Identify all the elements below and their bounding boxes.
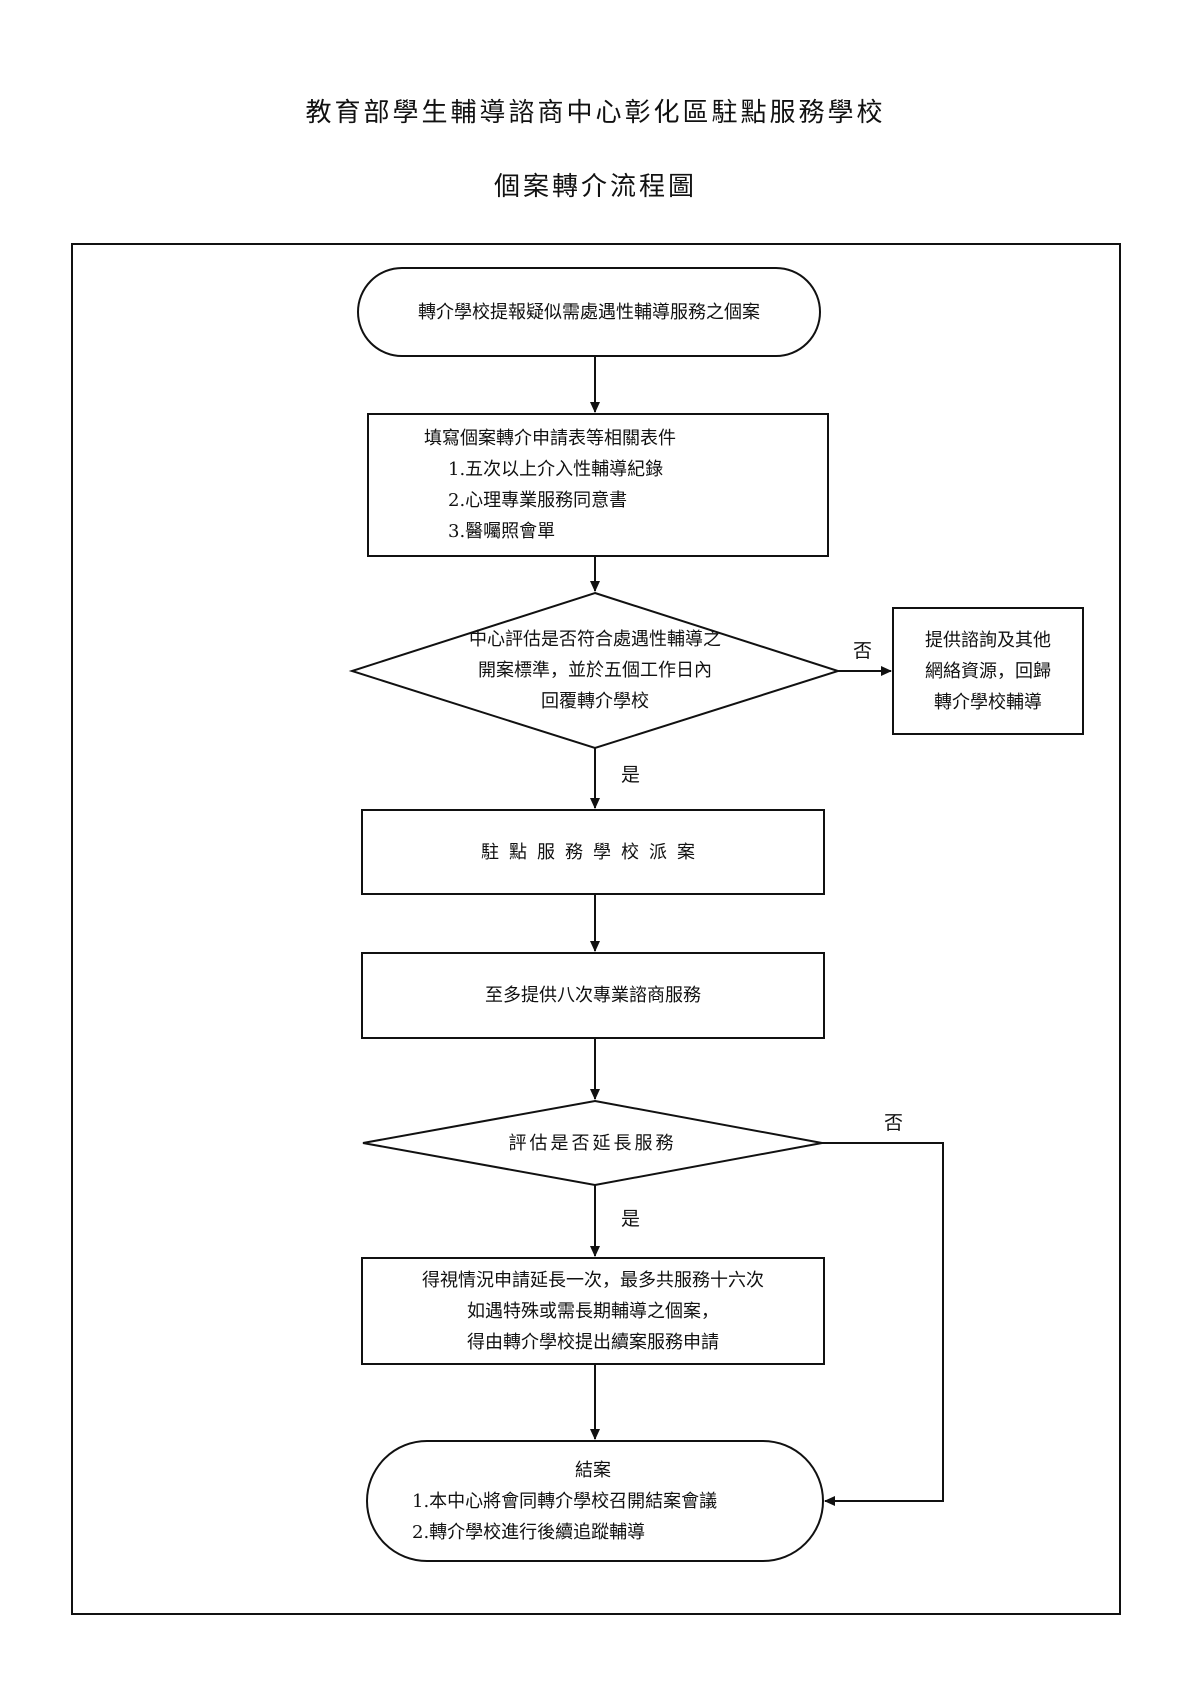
decision2-no-label: 否 xyxy=(884,1112,904,1134)
form-heading: 填寫個案轉介申請表等相關表件 xyxy=(424,428,676,449)
decision2-yes-label: 是 xyxy=(621,1208,641,1230)
form-item: 3.醫囑照會單 xyxy=(448,521,556,542)
arrow-decision2-no xyxy=(822,1142,944,1506)
assign-box-text: 駐點服務學校派案 xyxy=(362,810,824,894)
extend-box-text: 得視情況申請延長一次，最多共服務十六次 如遇特殊或需長期輔導之個案， 得由轉介學… xyxy=(362,1258,824,1364)
page-title: 教育部學生輔導諮商中心彰化區駐點服務學校 xyxy=(305,98,886,128)
extend-line: 得視情況申請延長一次，最多共服務十六次 xyxy=(422,1269,764,1291)
side-box-line: 轉介學校輔導 xyxy=(934,691,1042,713)
page-subtitle: 個案轉介流程圖 xyxy=(493,172,697,202)
diagram-frame xyxy=(71,243,1121,1615)
service-box xyxy=(361,952,825,1039)
decision2-text: 評估是否延長服務 xyxy=(363,1101,822,1185)
end-item: 1.本中心將會同轉介學校召開結案會議 xyxy=(412,1490,718,1512)
extend-box xyxy=(361,1257,825,1365)
decision1-text: 中心評估是否符合處遇性輔導之 開案標準，並於五個工作日內 回覆轉介學校 xyxy=(352,593,838,748)
decision1-line: 開案標準，並於五個工作日內 xyxy=(478,660,712,681)
assign-label: 駐點服務學校派案 xyxy=(481,841,705,863)
side-box-text: 提供諮詢及其他 網絡資源，回歸 轉介學校輔導 xyxy=(893,608,1083,734)
decision1-yes-label: 是 xyxy=(621,764,641,786)
end-heading: 結案 xyxy=(575,1459,611,1481)
side-resource-box xyxy=(892,607,1084,735)
service-label: 至多提供八次專業諮商服務 xyxy=(485,985,701,1006)
extend-line: 如遇特殊或需長期輔導之個案， xyxy=(467,1300,719,1322)
decision1-no-label: 否 xyxy=(853,640,873,662)
side-box-line: 提供諮詢及其他 xyxy=(925,629,1051,651)
decision1-line: 中心評估是否符合處遇性輔導之 xyxy=(469,629,721,650)
end-terminator-text: 結案 1.本中心將會同轉介學校召開結案會議 2.轉介學校進行後續追蹤輔導 xyxy=(367,1441,823,1561)
form-box-text: 填寫個案轉介申請表等相關表件 1.五次以上介入性輔導紀錄 2.心理專業服務同意書… xyxy=(368,414,828,556)
start-terminator-text: 轉介學校提報疑似需處遇性輔導服務之個案 xyxy=(358,268,820,356)
extend-line: 得由轉介學校提出續案服務申請 xyxy=(467,1331,719,1353)
form-item: 2.心理專業服務同意書 xyxy=(448,490,628,511)
start-terminator xyxy=(357,267,821,357)
service-box-text: 至多提供八次專業諮商服務 xyxy=(362,953,824,1038)
form-box xyxy=(367,413,829,557)
end-item: 2.轉介學校進行後續追蹤輔導 xyxy=(412,1521,646,1543)
decision1-line: 回覆轉介學校 xyxy=(541,691,649,712)
end-terminator xyxy=(366,1440,824,1562)
start-label: 轉介學校提報疑似需處遇性輔導服務之個案 xyxy=(418,301,760,323)
assign-box xyxy=(361,809,825,895)
form-item: 1.五次以上介入性輔導紀錄 xyxy=(448,459,664,480)
side-box-line: 網絡資源，回歸 xyxy=(925,660,1051,682)
decision2-label: 評估是否延長服務 xyxy=(508,1132,677,1154)
